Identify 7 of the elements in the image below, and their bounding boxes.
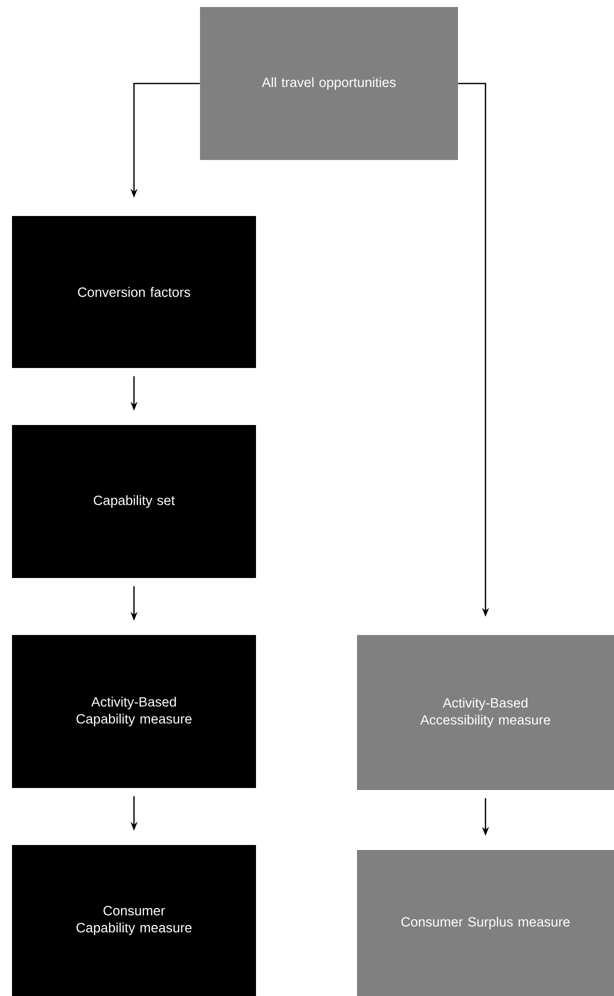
- process-box: All travel opportunities: [200, 7, 458, 160]
- process-box: Capability set: [12, 425, 256, 578]
- process-box: Consumer Surplus measure: [357, 850, 614, 996]
- process-box: Activity-Based Capability measure: [12, 635, 256, 788]
- process-box: Activity-Based Accessibility measure: [357, 635, 614, 790]
- process-box: Consumer Capability measure: [12, 845, 256, 996]
- process-box: Conversion factors: [12, 216, 256, 368]
